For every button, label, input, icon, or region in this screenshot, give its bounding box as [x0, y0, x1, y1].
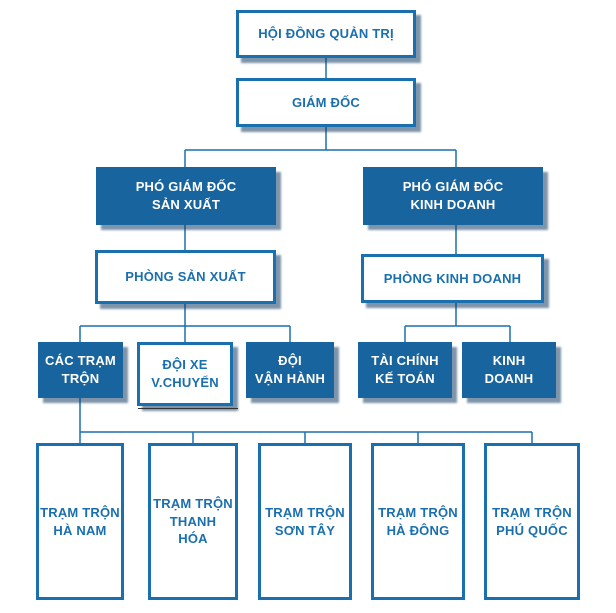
deputy-director-production-box: PHÓ GIÁM ĐỐC SẢN XUẤT: [96, 167, 276, 225]
station-ha-dong-box: TRẠM TRỘN HÀ ĐÔNG: [371, 443, 465, 600]
transport-team-label: ĐỘI XE V.CHUYỂN: [151, 357, 219, 390]
deputy-director-business-box: PHÓ GIÁM ĐỐC KINH DOANH: [363, 167, 543, 225]
board-of-directors-box: HỘI ĐỒNG QUẢN TRỊ: [236, 10, 416, 58]
transport-team-box: ĐỘI XE V.CHUYỂN: [137, 342, 233, 406]
sales-box: KINH DOANH: [462, 342, 556, 398]
production-department-box: PHÒNG SẢN XUẤT: [95, 250, 276, 304]
transport-team-underline: [138, 408, 238, 409]
operation-team-box: ĐỘI VẬN HÀNH: [246, 342, 334, 398]
director-box: GIÁM ĐỐC: [236, 78, 416, 127]
station-son-tay-label: TRẠM TRỘN SƠN TÂY: [265, 504, 345, 538]
mixing-stations-box: CÁC TRẠM TRỘN: [38, 342, 123, 398]
station-thanh-hoa-label: TRẠM TRỘN THANH HÓA: [153, 496, 233, 547]
station-phu-quoc-label: TRẠM TRỘN PHÚ QUỐC: [492, 504, 572, 538]
station-thanh-hoa-box: TRẠM TRỘN THANH HÓA: [148, 443, 238, 600]
deputy-director-production-label: PHÓ GIÁM ĐỐC SẢN XUẤT: [135, 179, 237, 212]
business-department-box: PHÒNG KINH DOANH: [361, 254, 544, 303]
station-ha-dong-label: TRẠM TRỘN HÀ ĐÔNG: [378, 504, 458, 538]
production-department-label: PHÒNG SẢN XUẤT: [125, 269, 246, 285]
station-ha-nam-label: TRẠM TRỘN HÀ NAM: [40, 504, 120, 538]
deputy-director-business-label: PHÓ GIÁM ĐỐC KINH DOANH: [402, 179, 504, 212]
station-phu-quoc-box: TRẠM TRỘN PHÚ QUỐC: [484, 443, 580, 600]
mixing-stations-label: CÁC TRẠM TRỘN: [45, 353, 116, 386]
finance-accounting-label: TÀI CHÍNH KẾ TOÁN: [371, 353, 439, 386]
sales-label: KINH DOANH: [484, 353, 534, 386]
station-ha-nam-box: TRẠM TRỘN HÀ NAM: [36, 443, 124, 600]
board-of-directors-label: HỘI ĐỒNG QUẢN TRỊ: [258, 26, 394, 42]
finance-accounting-box: TÀI CHÍNH KẾ TOÁN: [358, 342, 452, 398]
director-label: GIÁM ĐỐC: [291, 94, 361, 110]
station-son-tay-box: TRẠM TRỘN SƠN TÂY: [258, 443, 352, 600]
operation-team-label: ĐỘI VẬN HÀNH: [254, 353, 326, 386]
business-department-label: PHÒNG KINH DOANH: [383, 270, 522, 286]
